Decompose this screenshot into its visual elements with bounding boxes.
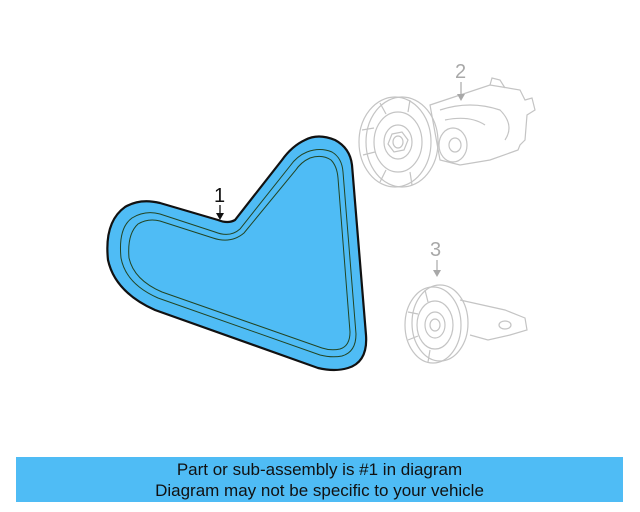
callout-3: 3 (430, 239, 441, 277)
info-banner: Part or sub-assembly is #1 in diagram Di… (16, 457, 623, 502)
parts-diagram: 2 3 1 (106, 61, 536, 372)
banner-line-part-number: Part or sub-assembly is #1 in diagram (176, 460, 463, 479)
banner-line-disclaimer: Diagram may not be specific to your vehi… (155, 481, 484, 500)
serpentine-belt[interactable] (106, 135, 368, 372)
svg-text:3: 3 (430, 239, 441, 261)
svg-text:2: 2 (455, 61, 466, 83)
tensioner-assembly (358, 77, 536, 188)
callout-2: 2 (455, 61, 466, 101)
svg-text:1: 1 (214, 185, 225, 207)
callout-1: 1 (214, 185, 225, 220)
idler-pulley-assembly (404, 284, 528, 364)
